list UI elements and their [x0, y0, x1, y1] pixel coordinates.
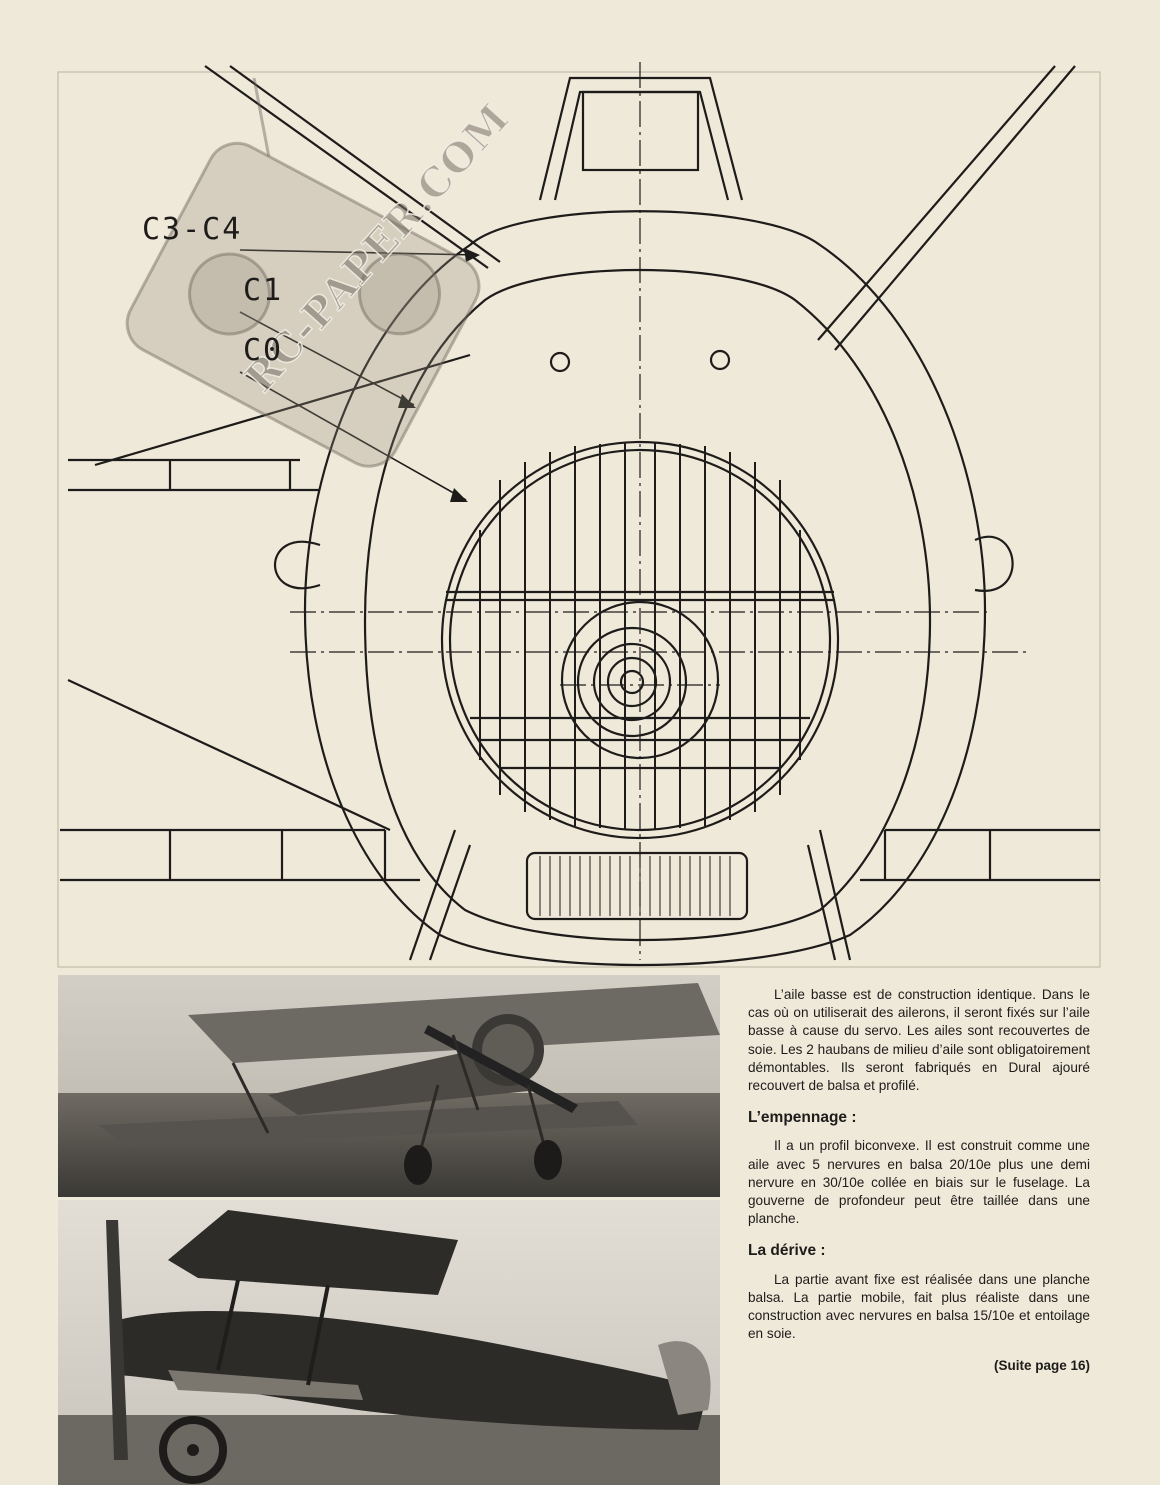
heading-derive: La dérive : — [748, 1242, 826, 1260]
front-view-drawing — [57, 62, 1101, 968]
paragraph-empennage: Il a un profil biconvexe. Il est constru… — [748, 1138, 1090, 1227]
heading-empennage: L’empennage : — [748, 1109, 857, 1127]
watermark: RC-PAPER.COM — [86, 30, 520, 518]
label-c0: C0 — [243, 333, 284, 368]
label-c1: C1 — [243, 273, 284, 308]
paragraph-derive: La partie avant fixe est réalisée dans u… — [748, 1271, 1090, 1342]
article-column: L’aile basse est de construction identiq… — [748, 986, 1090, 1376]
continued-note: (Suite page 16) — [993, 1358, 1090, 1374]
photo-biplane-front — [58, 975, 720, 1197]
label-c3-c4: C3-C4 — [142, 212, 243, 247]
paragraph-wing: L’aile basse est de construction identiq… — [748, 987, 1090, 1094]
photo-biplane-side — [58, 1200, 720, 1485]
